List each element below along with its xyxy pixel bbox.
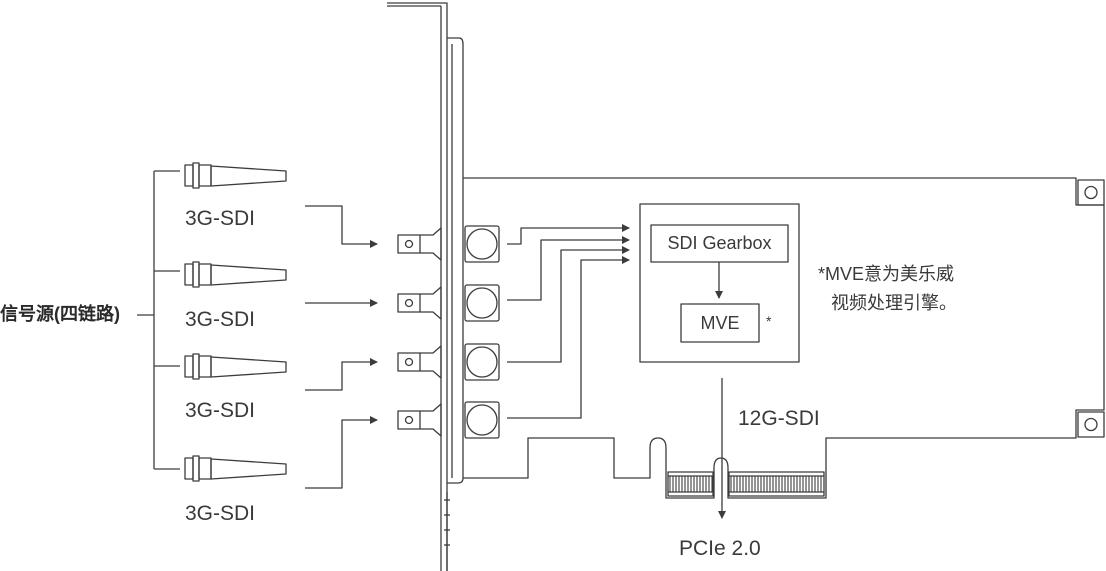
- bnc-port-2: [398, 285, 499, 321]
- bnc-port-3: [398, 344, 499, 380]
- input-label-1: 3G-SDI: [185, 207, 256, 230]
- processor-block: [640, 204, 799, 362]
- mounting-hole-top: [1078, 180, 1104, 205]
- input-arrow-1: [305, 206, 378, 248]
- input-arrow-3: [305, 358, 378, 390]
- route-line-3: [507, 246, 630, 362]
- mounting-hole-bottom: [1078, 412, 1104, 437]
- mve-footnote-marker: *: [766, 313, 772, 329]
- sdi-cable-connector-icon-1: [185, 163, 286, 188]
- output-12g-sdi-label: 12G-SDI: [738, 407, 820, 430]
- mounting-bracket: [387, 3, 463, 571]
- input-label-3: 3G-SDI: [185, 399, 256, 422]
- sdi-cable-connector-icon-3: [185, 354, 286, 379]
- route-line-4: [507, 256, 630, 418]
- signal-source-label: 信号源(四链路): [0, 304, 120, 324]
- input-arrow-4: [305, 416, 378, 488]
- route-line-2: [507, 236, 630, 300]
- source-bracket: [137, 171, 180, 469]
- bnc-port-4: [398, 402, 499, 438]
- bnc-port-1: [398, 226, 499, 262]
- route-line-1: [507, 224, 630, 244]
- mve-box: [681, 304, 759, 342]
- sdi-cable-connector-icon-2: [185, 262, 286, 287]
- mve-label: MVE: [700, 313, 740, 333]
- input-label-4: 3G-SDI: [185, 502, 256, 525]
- input-label-2: 3G-SDI: [185, 308, 256, 331]
- pcb-board-outline: [463, 178, 1104, 498]
- pcie-bus-label: PCIe 2.0: [679, 537, 761, 560]
- sdi-gearbox-label: SDI Gearbox: [667, 233, 772, 253]
- sdi-cable-connector-icon-4: [185, 456, 286, 481]
- mve-footnote-line-1: *MVE意为美乐威: [818, 264, 955, 284]
- mve-footnote-line-2: 视频处理引擎。: [831, 293, 957, 313]
